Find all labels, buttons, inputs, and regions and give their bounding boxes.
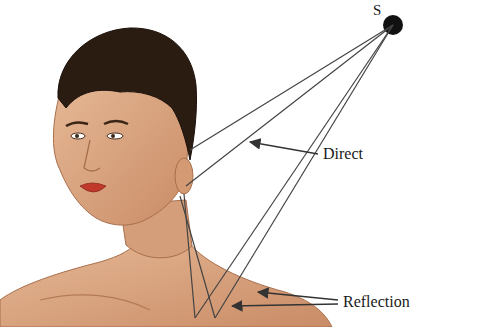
ear xyxy=(175,158,193,194)
pupil xyxy=(75,134,79,138)
path-label: Direct xyxy=(323,145,363,163)
eye xyxy=(71,133,85,139)
lips xyxy=(80,183,106,192)
pupil xyxy=(111,134,115,138)
path-label: Reflection xyxy=(343,293,410,311)
source-label: S xyxy=(373,2,381,19)
sound-paths xyxy=(180,25,393,318)
brow xyxy=(66,121,128,126)
hair xyxy=(58,28,197,160)
chest-shade xyxy=(40,295,150,310)
nose xyxy=(84,140,100,171)
pointer-arrows xyxy=(232,142,338,306)
eye xyxy=(107,133,123,139)
